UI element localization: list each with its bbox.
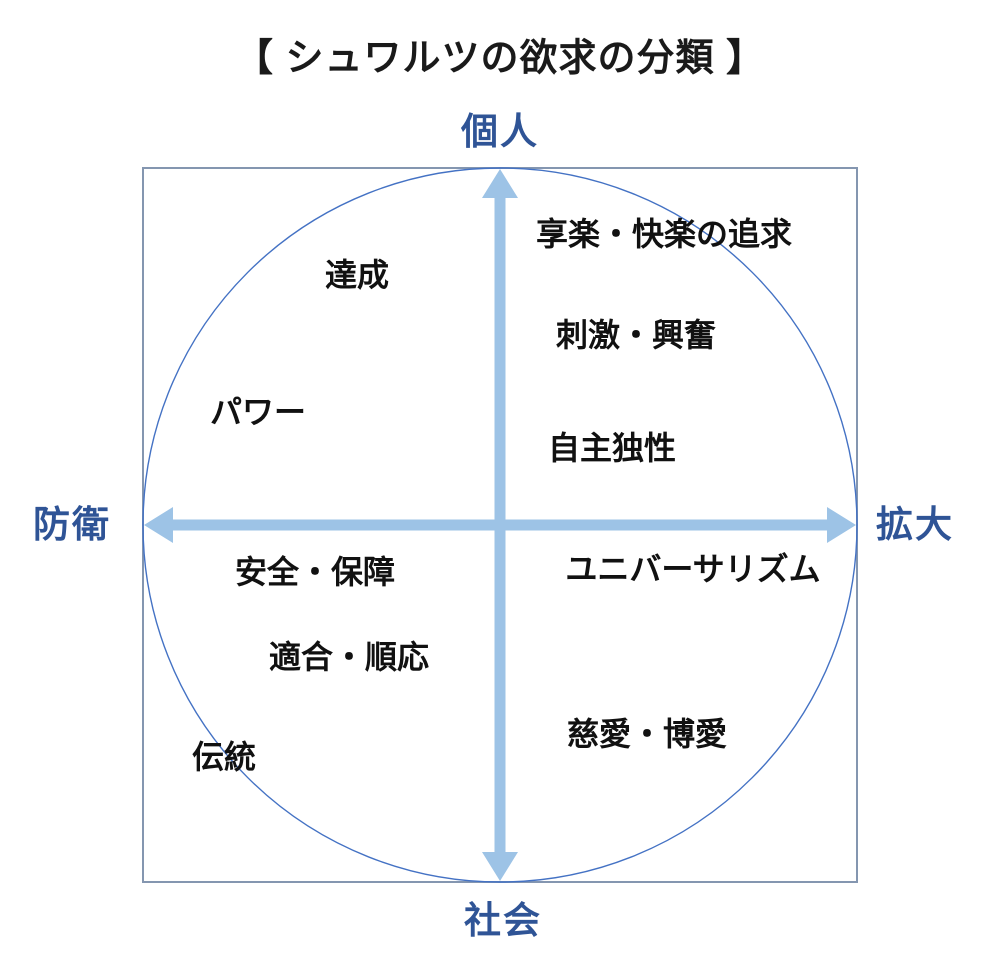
value-label-benevolence: 慈愛・博愛 — [566, 716, 728, 752]
values-circle — [142, 167, 858, 883]
value-label-hedonism: 享楽・快楽の追求 — [535, 216, 793, 252]
value-label-power: パワー — [209, 394, 307, 430]
axis-label-society: 社会 — [464, 900, 542, 941]
value-label-self-direction: 自主独性 — [547, 430, 677, 466]
horizontal-axis-arrow-icon — [144, 507, 856, 543]
axis-label-individual: 個人 — [461, 111, 539, 152]
value-label-universalism: ユニバーサリズム — [565, 551, 821, 587]
value-label-tradition: 伝統 — [191, 739, 257, 775]
axis-label-defense: 防衛 — [33, 504, 111, 545]
value-label-conformity: 適合・順応 — [268, 639, 430, 675]
axis-label-expansion: 拡大 — [876, 504, 954, 545]
value-label-stimulation: 刺激・興奮 — [555, 317, 717, 353]
value-label-achievement: 達成 — [324, 257, 390, 293]
value-label-security: 安全・保障 — [234, 554, 396, 590]
diagram-title: 【 シュワルツの欲求の分類 】 — [234, 37, 766, 80]
